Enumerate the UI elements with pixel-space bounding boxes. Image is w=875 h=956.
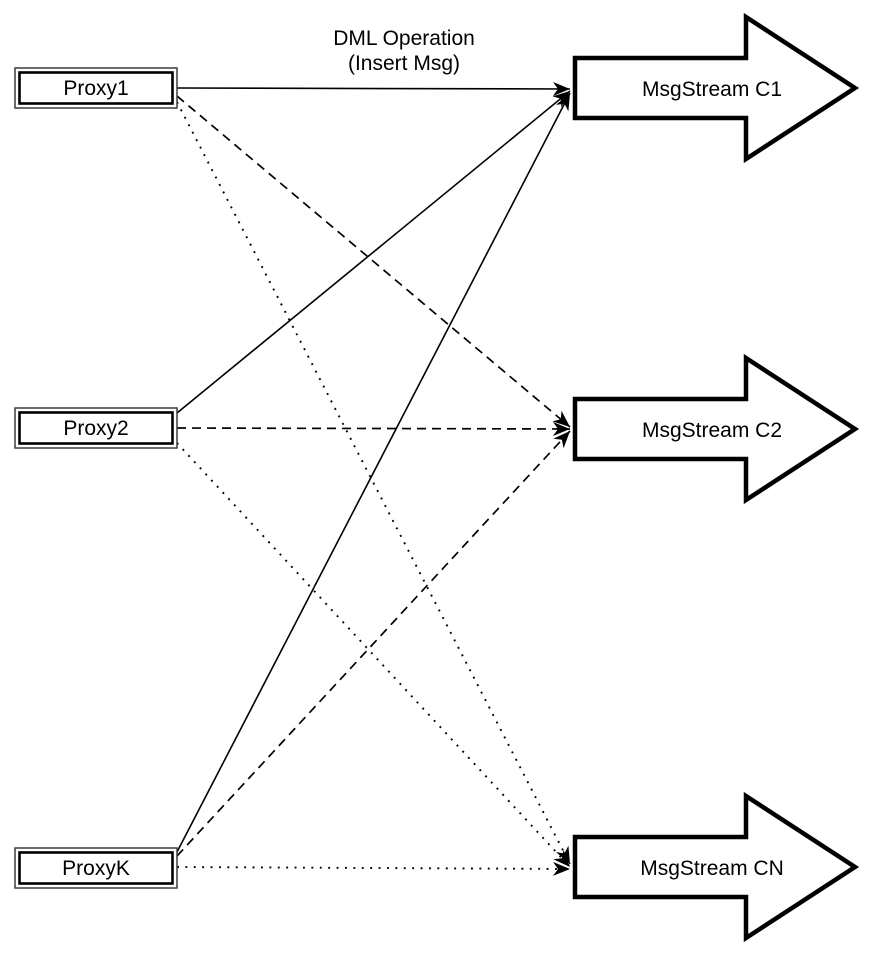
stream-arrow-c2-shape [572, 353, 860, 505]
proxy-node-2-inner-border [18, 411, 174, 445]
stream-arrow-cn: MsgStream CN [572, 791, 860, 943]
connector-proxyk-c2 [176, 430, 571, 857]
connector-proxyk-cn [176, 861, 571, 876]
stream-arrow-c1: MsgStream C1 [572, 12, 860, 164]
connector-proxy2-cn [176, 442, 571, 868]
stream-arrow-c2-label: MsgStream C2 [642, 419, 782, 442]
proxy-node-1-label: Proxy1 [63, 77, 128, 100]
proxy-node-2: Proxy2 [14, 407, 178, 449]
stream-arrow-c2: MsgStream C2 [572, 353, 860, 505]
proxy-node-1-inner-border [18, 71, 174, 105]
connector-proxy1-c2 [176, 95, 571, 428]
proxy-node-1: Proxy1 [14, 67, 178, 109]
connector-proxy1-c1 [176, 81, 571, 96]
edge-label-line2: (Insert Msg) [348, 52, 460, 75]
stream-arrow-cn-shape [572, 791, 860, 943]
proxy-node-k-inner-border [18, 851, 174, 885]
connector-proxy2-c1 [176, 90, 571, 414]
stream-arrow-c1-shape [572, 12, 860, 164]
stream-arrow-cn-label: MsgStream CN [640, 857, 784, 880]
proxy-node-2-label: Proxy2 [63, 417, 128, 440]
stream-arrow-c1-label: MsgStream C1 [642, 78, 782, 101]
edge-label-line1: DML Operation [333, 27, 475, 50]
connector-proxyk-c1 [176, 92, 571, 853]
proxy-node-k: ProxyK [14, 847, 178, 889]
connector-proxy1-cn [176, 101, 571, 865]
proxy-node-k-label: ProxyK [62, 857, 130, 880]
connector-proxy2-c2 [176, 421, 571, 436]
